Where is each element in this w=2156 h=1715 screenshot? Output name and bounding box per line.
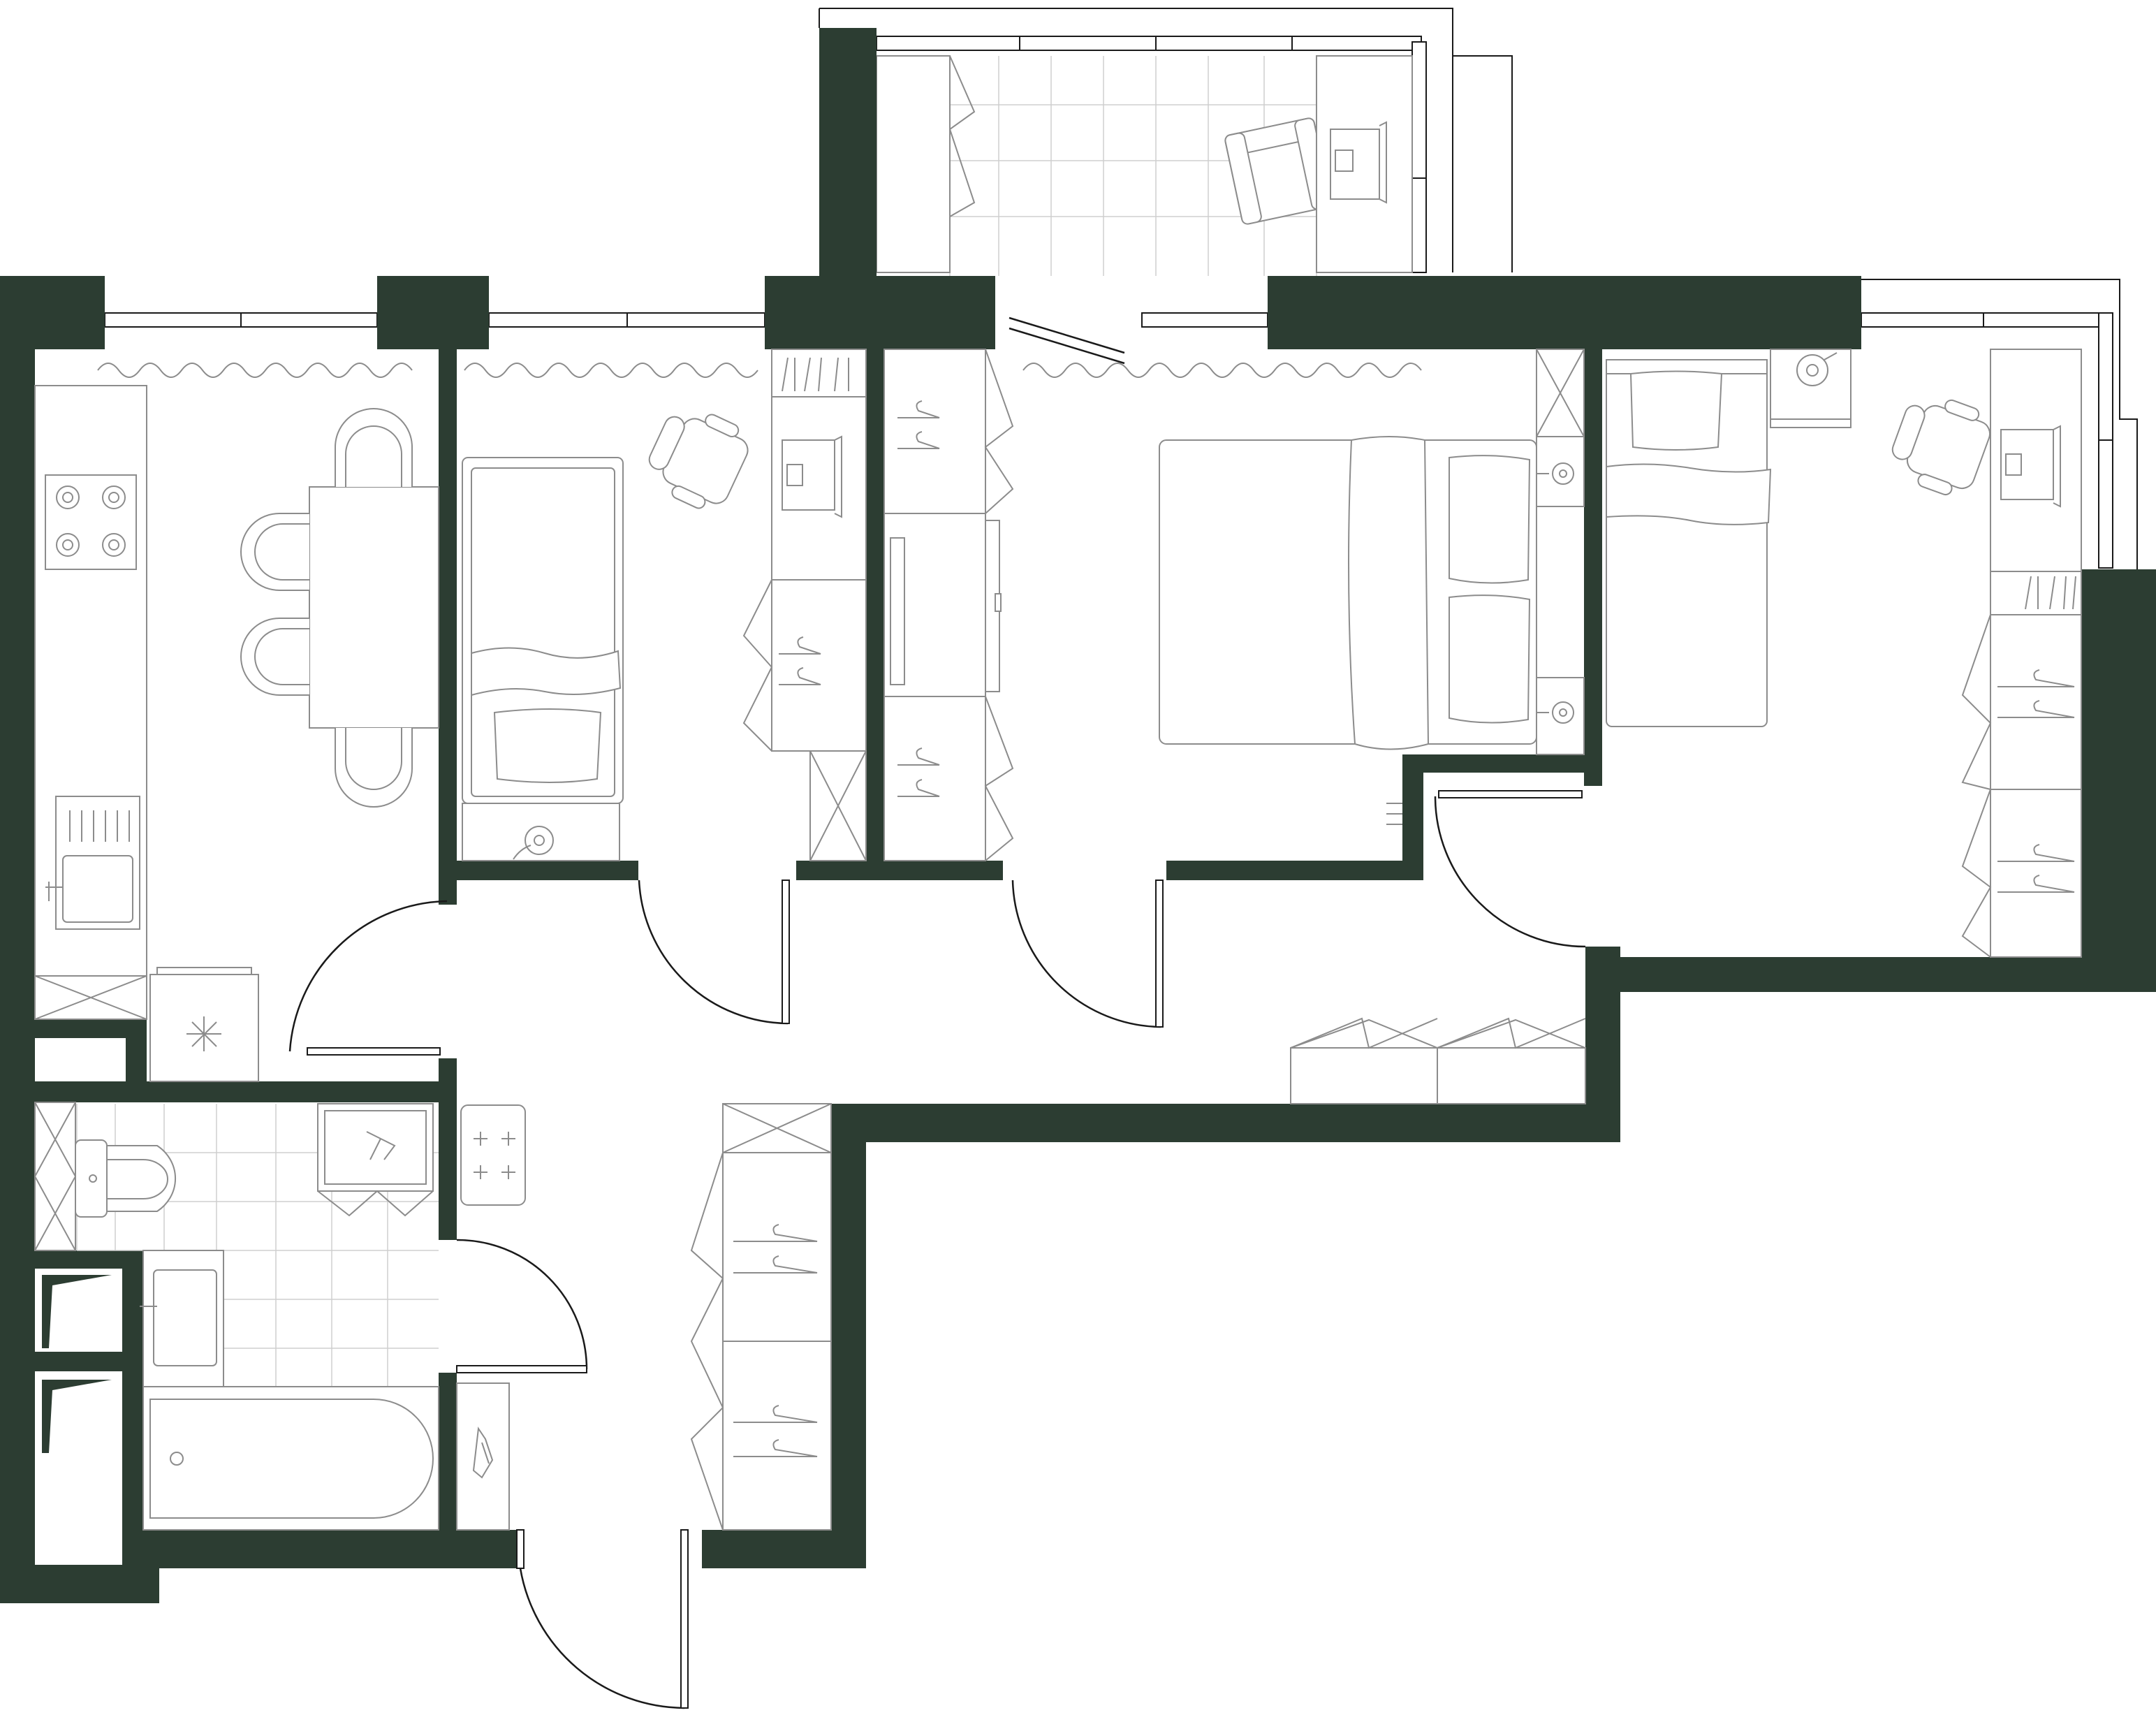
shoe-rack [456,1382,510,1531]
wall [1584,349,1602,786]
cabinet [460,1104,526,1206]
curtain [1022,363,1422,378]
desk [1990,349,2082,572]
washing-machine [317,1103,434,1217]
wall [2081,569,2156,992]
cabinet [1290,1017,1586,1104]
desk [771,396,867,581]
sink [45,796,140,930]
wardrobe [742,579,867,861]
wall [765,276,995,349]
bedroom-1 [462,349,867,861]
wall [1268,276,1861,349]
office-chair [1891,399,1991,496]
tv-unit [883,513,1002,697]
double-bed [1159,436,1537,750]
curtain [464,363,758,378]
nightstand [1536,677,1585,755]
toilet [75,1139,176,1218]
chair [240,618,309,696]
single-bed [462,457,624,804]
bathroom [34,1102,439,1531]
wall [35,1250,143,1269]
wall [35,1081,440,1102]
doors [288,790,1586,1709]
shaft [42,1275,112,1453]
wall [439,1373,457,1568]
wall [439,1058,457,1240]
dining-table [240,408,439,808]
wardrobe [1961,614,2082,958]
nightstand [1536,436,1585,507]
washbasin [140,1250,224,1387]
wall [377,276,489,349]
wall [126,1020,147,1090]
wall [796,861,866,880]
wall [866,1104,1620,1142]
bookshelf [771,349,867,397]
stool [1770,349,1851,428]
wall [866,349,884,880]
hob [45,474,137,570]
wall [831,1104,866,1139]
wall [819,28,877,276]
wall [0,349,35,1565]
wall [1166,861,1404,880]
wall [457,861,638,880]
armchair [1224,117,1332,225]
wall [702,1530,866,1568]
bookshelf [1990,571,2082,615]
wall [1402,754,1601,773]
stool [513,826,554,860]
wardrobe [883,349,1014,514]
wall [0,276,105,349]
wall [0,1565,159,1603]
fridge [149,967,259,1082]
hallway [456,1017,1586,1531]
bathtub [142,1386,439,1531]
curtain [97,363,413,378]
bedroom-2 [1606,349,2082,958]
windows [104,279,2138,569]
wall [1620,957,2156,992]
loggia-cabinet [876,55,976,273]
kitchen [34,363,439,1082]
single-bed [1606,359,1772,727]
wall [439,349,457,905]
chair [240,513,309,591]
wall [1402,754,1423,880]
wall [140,1530,517,1568]
master-bedroom [883,349,1585,861]
loggia-desk [1316,55,1413,273]
wall [122,1250,143,1568]
chair [335,728,413,808]
wall [35,1352,126,1371]
wardrobe [690,1103,832,1531]
chair [335,408,413,487]
walls [0,28,2156,1603]
wall [831,1104,866,1568]
wall [884,861,1003,880]
office-chair [648,414,749,509]
loggia [819,8,1513,276]
wardrobe [883,696,1014,861]
